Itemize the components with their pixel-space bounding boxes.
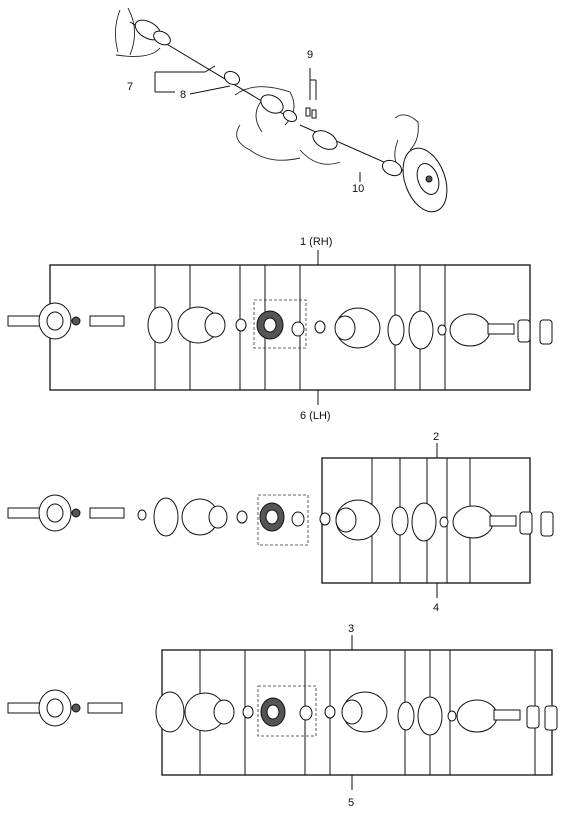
callout-1-rh: 1 (RH) [300, 236, 332, 248]
assembly-panel-1 [7, 250, 553, 405]
callout-9: 9 [307, 49, 313, 61]
callout-3: 3 [348, 623, 354, 635]
callout-2: 2 [433, 431, 439, 443]
assembly-panel-2 [7, 443, 554, 598]
callout-7: 7 [127, 81, 133, 93]
callout-6-lh: 6 (LH) [300, 410, 331, 422]
assembly-panel-3 [7, 635, 558, 790]
callout-10: 10 [352, 183, 364, 195]
callout-8: 8 [180, 89, 186, 101]
callout-5: 5 [348, 797, 354, 809]
callout-4: 4 [433, 602, 439, 614]
vehicle-overview-illustration [115, 7, 448, 213]
